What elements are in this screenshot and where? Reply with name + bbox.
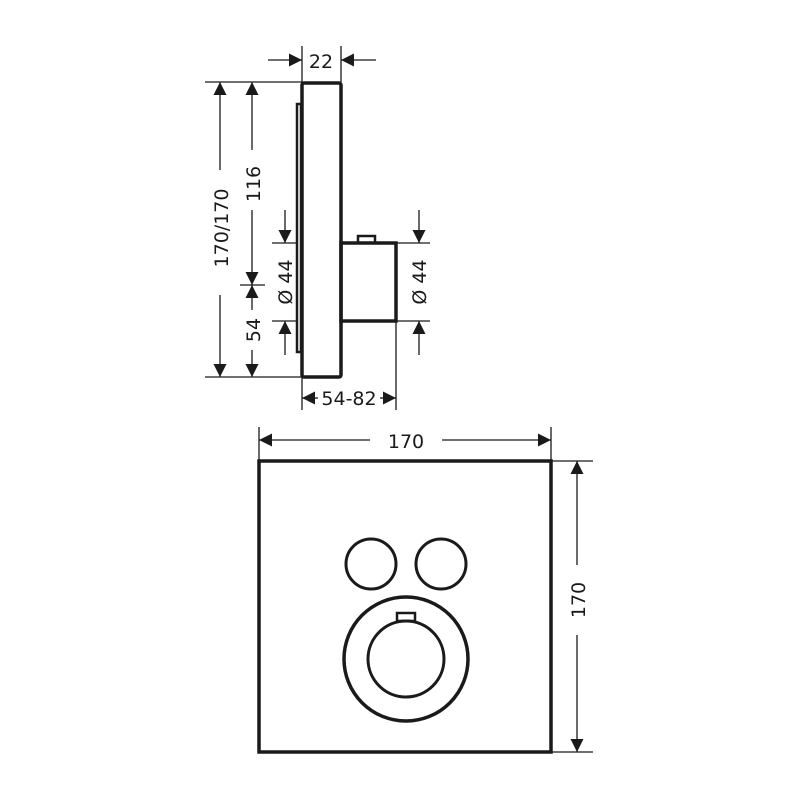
thermostat-knob <box>366 619 446 699</box>
front-view: 170 170 <box>257 427 593 754</box>
side-view: 22 170/170 116 54 Ø 44 <box>205 46 431 410</box>
body-tab <box>356 234 377 245</box>
dimension-front-height: 170 <box>551 460 593 753</box>
valve-body <box>339 241 398 323</box>
front-height-label: 170 <box>568 582 590 618</box>
knob-tab <box>395 611 417 623</box>
button-left <box>344 537 398 591</box>
left-diameter-label: Ø 44 <box>275 259 297 304</box>
projection-label: 54-82 <box>321 388 376 410</box>
dimension-total-height: 170/170 <box>211 82 233 377</box>
thermostat-outer-ring <box>342 595 470 723</box>
button-right <box>414 537 468 591</box>
cover-plate-front <box>257 459 553 754</box>
depth-label: 22 <box>309 51 333 73</box>
dimension-depth: 22 <box>268 46 376 82</box>
total-height-label: 170/170 <box>211 189 233 268</box>
cover-plate-side <box>300 81 343 379</box>
dimension-lower-height: 54 <box>243 285 265 377</box>
dimension-upper-height: 116 <box>243 82 265 285</box>
back-strip <box>295 102 303 354</box>
dimension-front-width: 170 <box>258 427 552 461</box>
dimension-projection: 54-82 <box>301 321 397 410</box>
dimension-right-diameter: Ø 44 <box>396 210 431 355</box>
front-width-label: 170 <box>388 431 424 453</box>
upper-height-label: 116 <box>243 166 265 202</box>
dimension-left-diameter: Ø 44 <box>272 210 297 355</box>
lower-height-label: 54 <box>243 318 265 342</box>
right-diameter-label: Ø 44 <box>409 259 431 304</box>
